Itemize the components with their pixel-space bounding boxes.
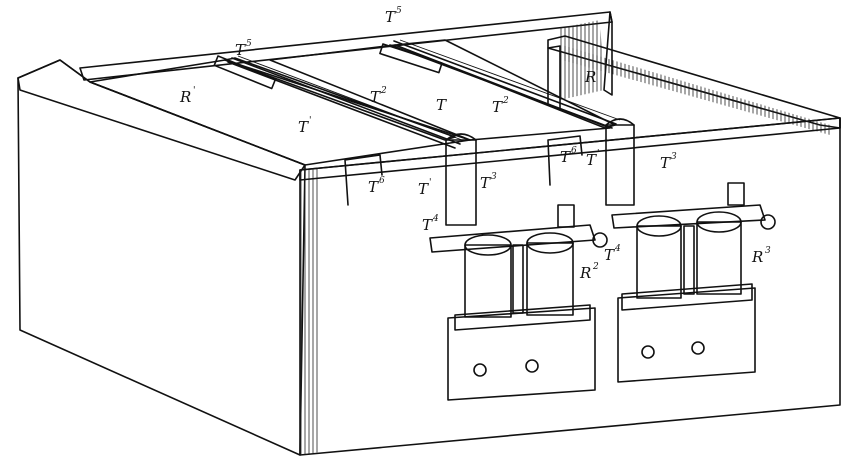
- svg-text:6: 6: [379, 176, 385, 186]
- label-t-prime: T ': [298, 116, 311, 136]
- label-t2-right: T 2: [492, 96, 509, 116]
- magnet-right: [611, 182, 776, 383]
- reference-labels: T 5 T 5 R ' T 2 R T ' T T 2: [179, 6, 771, 282]
- svg-text:5: 5: [246, 39, 252, 49]
- svg-text:R: R: [179, 88, 191, 106]
- svg-text:R: R: [751, 248, 763, 266]
- label-t4-right: T 4: [604, 244, 621, 264]
- svg-text:T: T: [480, 174, 491, 192]
- svg-text:T: T: [298, 118, 309, 136]
- label-r: R: [584, 68, 596, 86]
- magnet-left: [429, 204, 608, 401]
- svg-text:T: T: [604, 246, 615, 264]
- housing-left-face: [17, 59, 306, 456]
- hinge-springs: [213, 43, 443, 90]
- svg-text:4: 4: [614, 244, 621, 254]
- svg-text:T: T: [418, 180, 429, 198]
- label-r3: R 3: [751, 246, 771, 266]
- label-r-prime: R ': [179, 86, 195, 106]
- label-r2: R 2: [579, 262, 599, 282]
- svg-text:2: 2: [592, 262, 599, 272]
- label-t: T: [436, 96, 447, 114]
- svg-text:T: T: [436, 96, 447, 114]
- label-t5-left: T 5: [235, 39, 252, 59]
- svg-text:T: T: [385, 8, 396, 26]
- svg-text:3: 3: [765, 246, 771, 256]
- svg-text:T: T: [560, 148, 571, 166]
- svg-text:T: T: [368, 178, 379, 196]
- armature-arms: [445, 118, 635, 226]
- back-wall: [79, 11, 613, 100]
- svg-text:R: R: [584, 68, 596, 86]
- svg-text:2: 2: [502, 96, 509, 106]
- svg-text:4: 4: [432, 214, 439, 224]
- svg-text:T: T: [492, 98, 503, 116]
- svg-text:': ': [309, 116, 311, 126]
- label-t-prime-right: T ': [586, 149, 599, 169]
- svg-text:2: 2: [380, 86, 387, 96]
- svg-text:T: T: [370, 88, 381, 106]
- svg-text:T: T: [660, 154, 671, 172]
- label-t6-right: T 6: [560, 146, 577, 166]
- svg-text:R: R: [579, 264, 591, 282]
- label-t3: T 3: [660, 152, 677, 172]
- pivot-rods: [227, 39, 621, 149]
- svg-text:': ': [193, 86, 195, 96]
- svg-text:3: 3: [491, 172, 497, 182]
- housing-front-face: [299, 117, 841, 456]
- svg-text:': ': [429, 178, 431, 188]
- svg-text:': ': [597, 149, 599, 159]
- label-t4-left: T 4: [422, 214, 439, 234]
- latch-hooks: [344, 135, 583, 206]
- label-t-prime-lower: T ': [418, 178, 431, 198]
- label-t5-right: T 5: [385, 6, 402, 26]
- svg-text:3: 3: [671, 152, 677, 162]
- svg-text:5: 5: [396, 6, 402, 16]
- svg-text:T: T: [586, 151, 597, 169]
- svg-text:T: T: [422, 216, 433, 234]
- label-t6-left: T 6: [368, 176, 385, 196]
- svg-text:T: T: [235, 41, 246, 59]
- svg-text:6: 6: [571, 146, 577, 156]
- label-t3-lower: T 3: [480, 172, 497, 192]
- label-t2: T 2: [370, 86, 387, 106]
